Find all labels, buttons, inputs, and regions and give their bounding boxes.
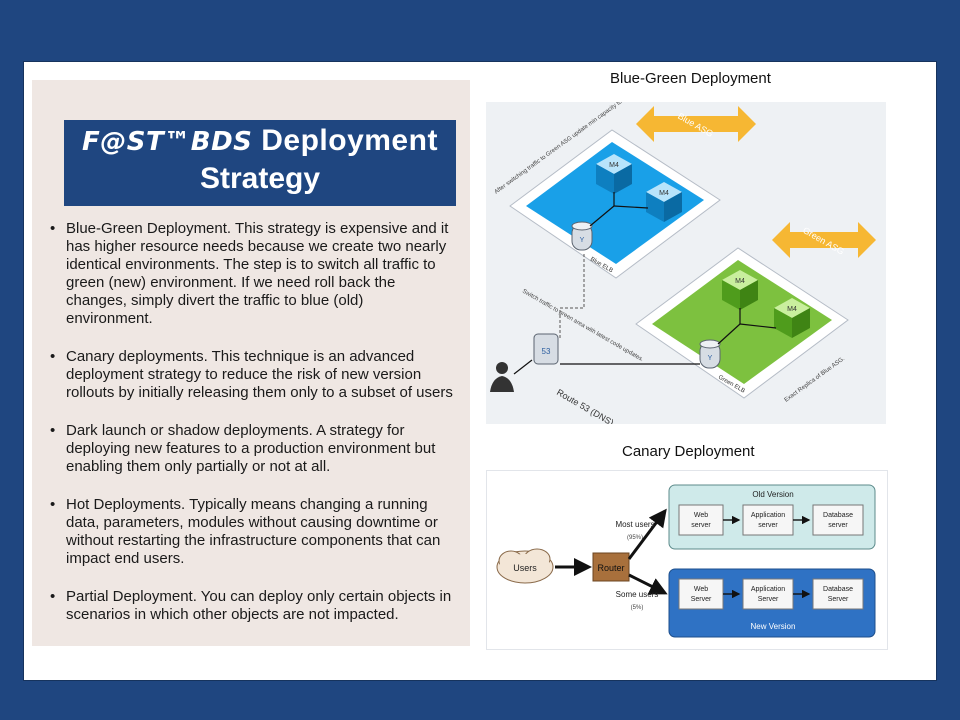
blue-environment xyxy=(526,142,704,264)
svg-text:Application: Application xyxy=(751,512,785,519)
blue-m4-node-1: M4 xyxy=(596,154,632,194)
green-environment xyxy=(652,260,832,384)
blue-green-svg: Blue ASG Green ASG M4 M4 Y B xyxy=(490,90,876,428)
green-m4-node-2: M4 xyxy=(774,298,810,338)
canary-title: Canary Deployment xyxy=(622,443,755,460)
title-line-2: Strategy xyxy=(199,162,321,195)
blue-m4-node-2: M4 xyxy=(646,182,682,222)
new-app-server: Application Server xyxy=(742,578,794,610)
green-asg-arrow xyxy=(772,222,876,258)
bullet-blue-green: Blue-Green Deployment. This strategy is … xyxy=(50,220,454,328)
strategy-list: Blue-Green Deployment. This strategy is … xyxy=(50,220,454,644)
green-link-1 xyxy=(717,323,741,345)
most-users-label: Most users xyxy=(615,520,654,529)
svg-text:Server: Server xyxy=(758,596,779,603)
green-elb-icon: Y xyxy=(699,339,721,369)
route53-icon: 53 xyxy=(533,333,559,365)
some-users-pct: (5%) xyxy=(631,605,644,611)
router-to-new xyxy=(628,573,668,595)
new-db-server: Database Server xyxy=(812,578,864,610)
blue-green-title: Blue-Green Deployment xyxy=(610,70,771,87)
bullet-hot-deploy: Hot Deployments. Typically means changin… xyxy=(50,496,454,568)
users-label: Users xyxy=(513,563,537,573)
canary-svg: Users Router Most users (95%) Some users… xyxy=(496,484,876,638)
slide: F@ST™BDS Deployment Strategy Blue-Green … xyxy=(24,62,936,680)
canary-diagram: Users Router Most users (95%) Some users… xyxy=(486,470,888,650)
brand-name: F@ST™BDS xyxy=(82,127,253,157)
blue-green-diagram: Blue ASG Green ASG M4 M4 Y B xyxy=(486,90,886,428)
svg-text:server: server xyxy=(828,522,848,529)
users-cloud: Users xyxy=(496,548,554,584)
route53-label: Route 53 (DNS) xyxy=(555,387,615,424)
router-to-old xyxy=(627,508,667,560)
title-banner: F@ST™BDS Deployment Strategy xyxy=(64,120,456,206)
svg-text:Server: Server xyxy=(828,596,849,603)
svg-text:Web: Web xyxy=(694,586,708,593)
svg-text:Database: Database xyxy=(823,512,853,519)
user-icon xyxy=(490,362,514,392)
svg-text:M4: M4 xyxy=(659,190,669,197)
most-users-pct: (95%) xyxy=(627,535,643,541)
router-box xyxy=(592,552,630,582)
title-word-deployment: Deployment xyxy=(252,124,438,157)
svg-text:Y: Y xyxy=(708,355,713,362)
blue-link-3 xyxy=(613,205,649,209)
green-m4-node-1: M4 xyxy=(722,270,758,310)
old-version-label: Old Version xyxy=(752,490,793,499)
bullet-partial-deploy: Partial Deployment. You can deploy only … xyxy=(50,588,454,624)
router-label: Router xyxy=(597,563,624,573)
svg-text:server: server xyxy=(691,522,711,529)
bullet-dark-launch: Dark launch or shadow deployments. A str… xyxy=(50,422,454,476)
svg-text:Server: Server xyxy=(691,596,712,603)
svg-text:Application: Application xyxy=(751,586,785,593)
svg-text:Database: Database xyxy=(823,586,853,593)
svg-text:server: server xyxy=(758,522,778,529)
svg-text:Y: Y xyxy=(580,237,585,244)
blue-asg-arrow xyxy=(636,106,756,142)
some-users-label: Some users xyxy=(616,590,659,599)
note-replica: Exact Replica of Blue ASG. xyxy=(784,356,847,404)
blue-elb-icon: Y xyxy=(571,221,593,251)
new-web-server: Web Server xyxy=(678,578,724,610)
title-line-1: F@ST™BDS Deployment xyxy=(64,124,456,158)
svg-text:M4: M4 xyxy=(609,162,619,169)
old-web-server: Web server xyxy=(678,504,724,536)
old-db-server: Database server xyxy=(812,504,864,536)
blue-traffic-line xyxy=(559,252,585,338)
bullet-canary: Canary deployments. This technique is an… xyxy=(50,348,454,402)
svg-text:M4: M4 xyxy=(735,278,745,285)
user-link xyxy=(513,359,533,375)
svg-text:53: 53 xyxy=(542,347,551,356)
new-version-label: New Version xyxy=(751,622,796,631)
svg-text:M4: M4 xyxy=(787,306,797,313)
green-link-3 xyxy=(739,323,777,329)
old-app-server: Application server xyxy=(742,504,794,536)
svg-text:Web: Web xyxy=(694,512,708,519)
blue-link-1 xyxy=(589,205,615,227)
